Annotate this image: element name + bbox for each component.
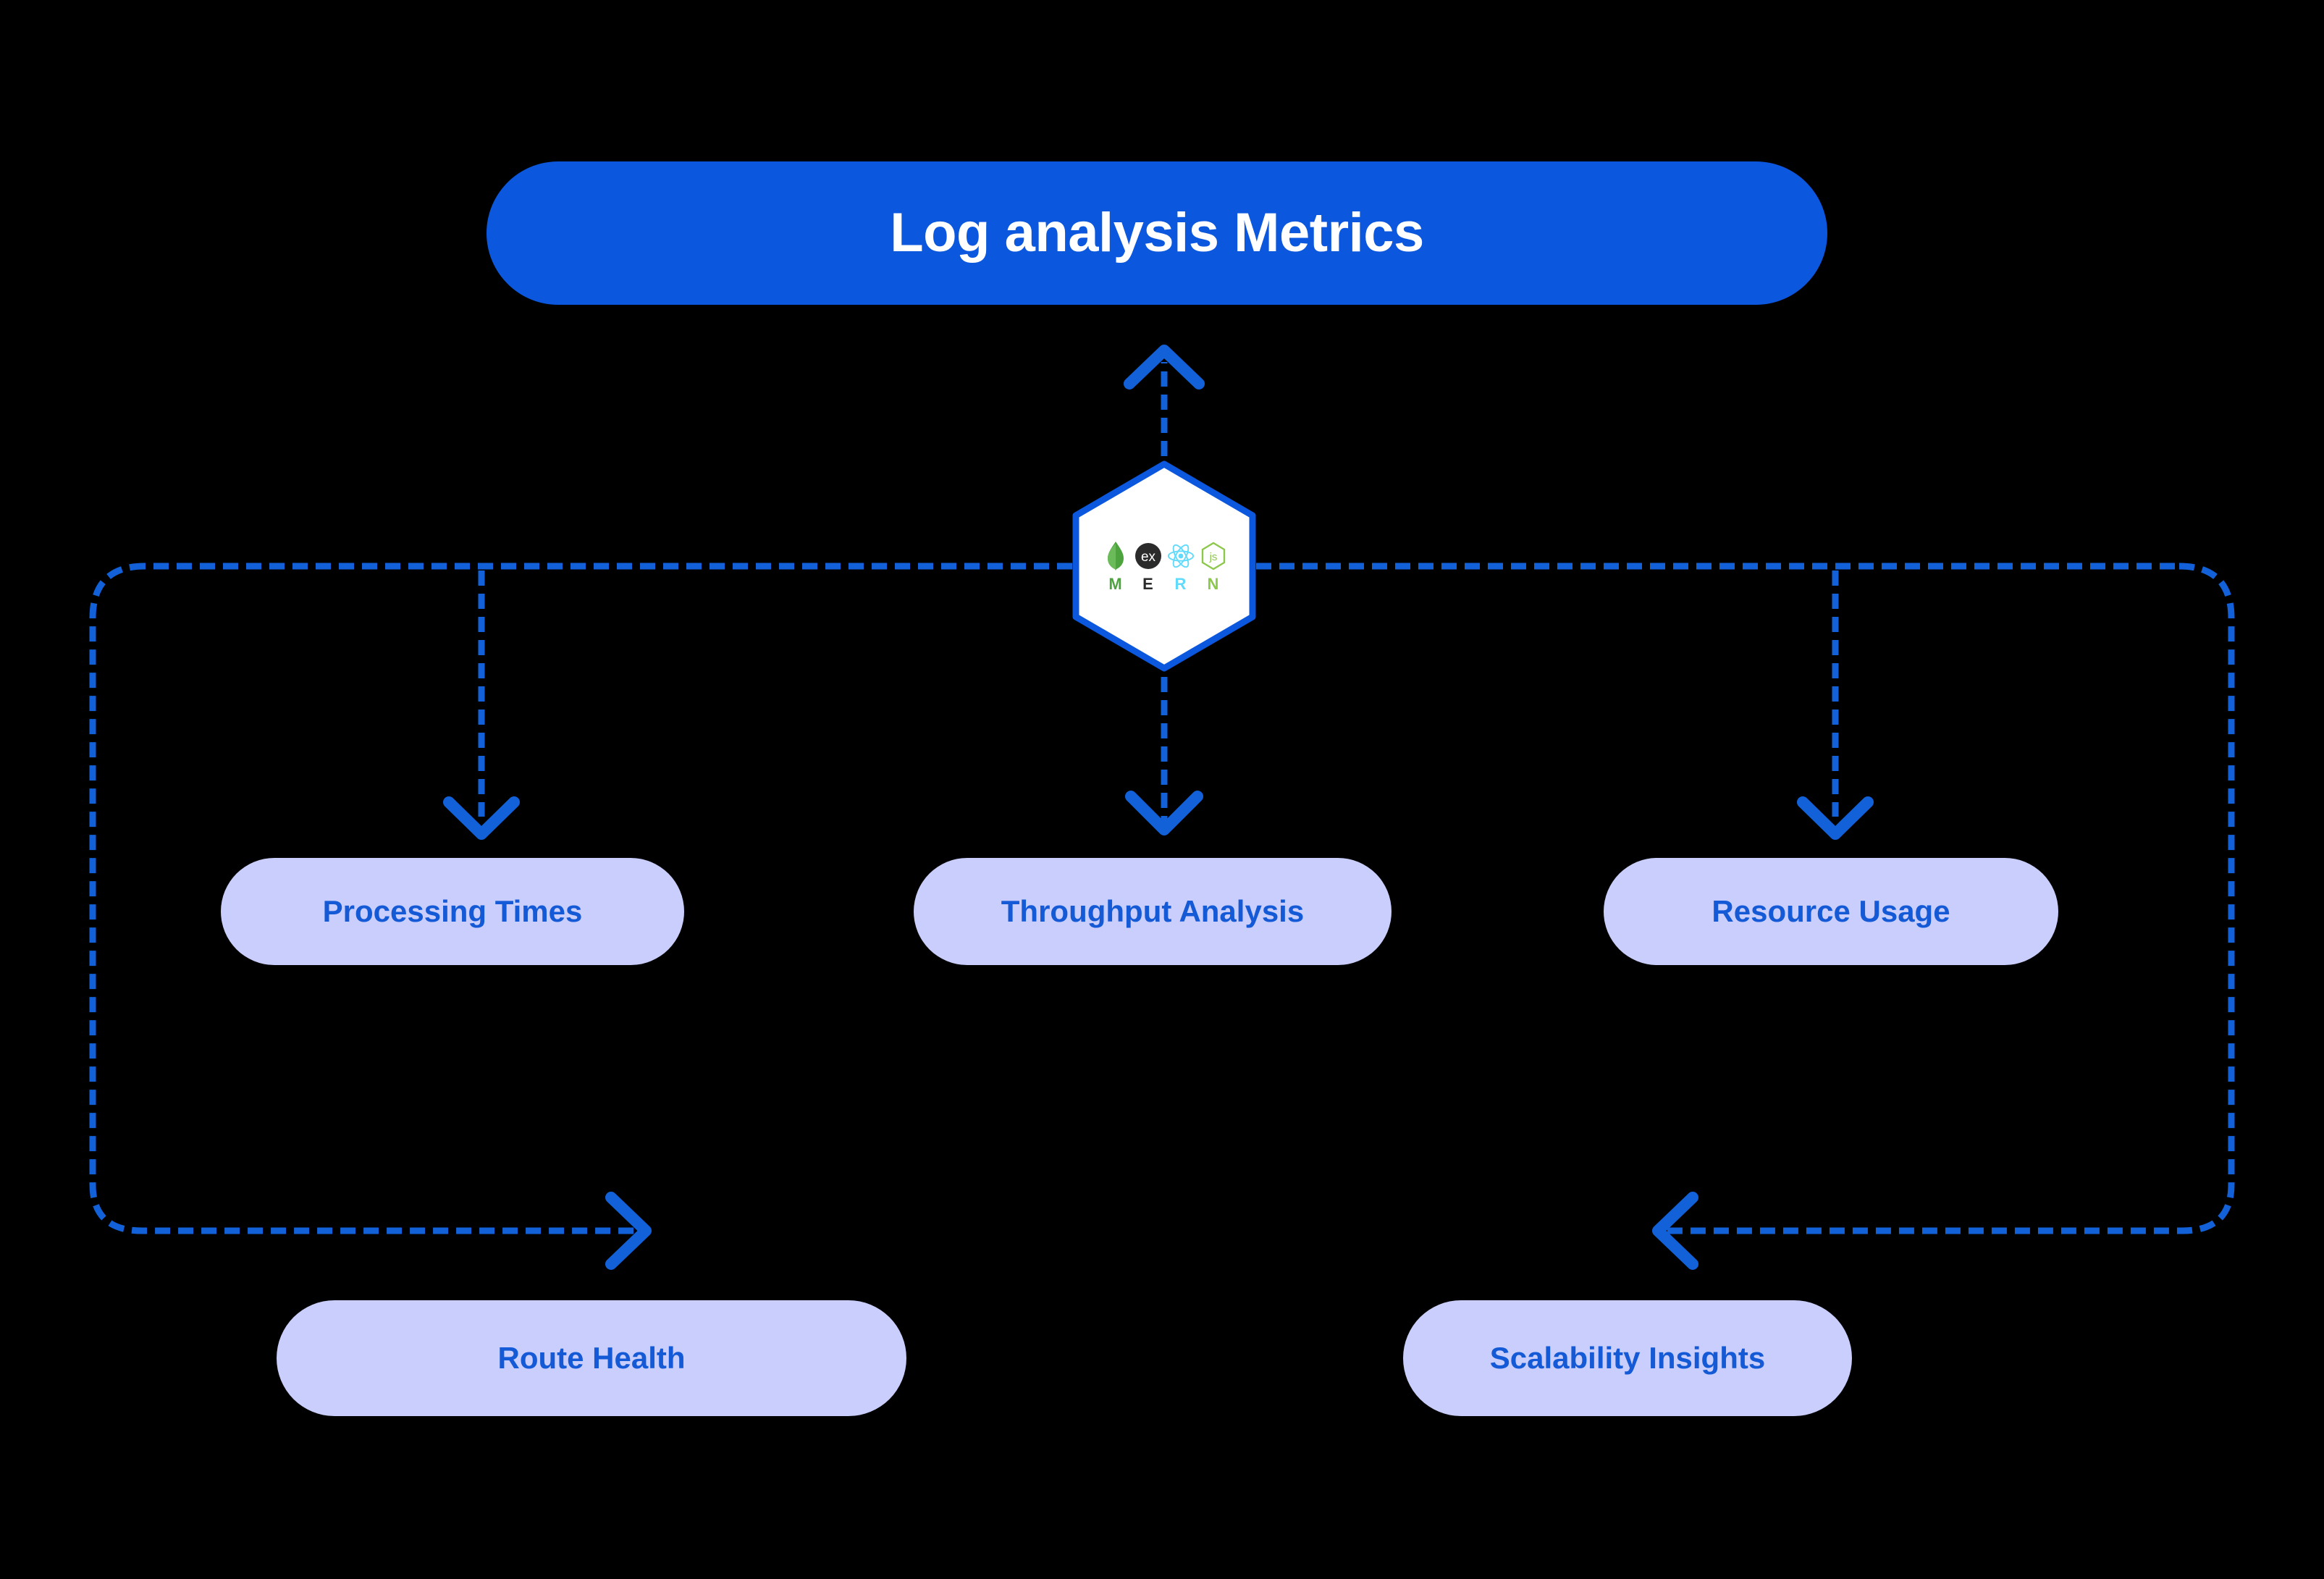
mern-icon-row: ex bbox=[1102, 541, 1227, 571]
mern-letter-n: N bbox=[1207, 574, 1219, 593]
nodejs-js-hexagon-icon: js bbox=[1200, 541, 1227, 571]
diagram-title-banner: Log analysis Metrics bbox=[487, 161, 1827, 305]
node-label: Processing Times bbox=[322, 894, 583, 928]
mern-stack-hexagon[interactable]: ex bbox=[1072, 460, 1256, 672]
svg-text:js: js bbox=[1208, 551, 1217, 563]
mern-letter-r: R bbox=[1174, 574, 1187, 593]
node-route-health[interactable]: Route Health bbox=[277, 1300, 906, 1416]
arrowhead-down-processing-times bbox=[443, 796, 520, 840]
arrowhead-down-resource-usage bbox=[1797, 796, 1874, 840]
arrowhead-up-title bbox=[1124, 345, 1205, 390]
node-label: Throughput Analysis bbox=[1001, 894, 1305, 928]
node-label: Resource Usage bbox=[1712, 894, 1950, 928]
node-label: Route Health bbox=[497, 1341, 686, 1375]
arrowhead-down-throughput bbox=[1125, 791, 1203, 835]
node-scalability-insights[interactable]: Scalability Insights bbox=[1403, 1300, 1852, 1416]
mern-letter-m: M bbox=[1108, 574, 1122, 593]
svg-text:ex: ex bbox=[1140, 550, 1155, 565]
mern-stack-content: ex bbox=[1072, 460, 1256, 672]
arrowhead-left-scalability bbox=[1652, 1192, 1698, 1270]
arrowhead-right-route-health bbox=[605, 1192, 652, 1270]
react-atom-icon bbox=[1167, 541, 1195, 571]
node-processing-times[interactable]: Processing Times bbox=[221, 858, 684, 965]
node-label: Scalability Insights bbox=[1489, 1341, 1766, 1375]
mern-letters-row: M E R N bbox=[1102, 576, 1227, 592]
express-ex-icon: ex bbox=[1134, 541, 1162, 571]
mern-letter-e: E bbox=[1142, 574, 1153, 593]
page-title: Log analysis Metrics bbox=[890, 202, 1424, 264]
node-throughput-analysis[interactable]: Throughput Analysis bbox=[914, 858, 1392, 965]
node-resource-usage[interactable]: Resource Usage bbox=[1604, 858, 2058, 965]
hexagon-outline-icon bbox=[1072, 460, 1256, 672]
mongodb-leaf-icon bbox=[1102, 541, 1129, 571]
